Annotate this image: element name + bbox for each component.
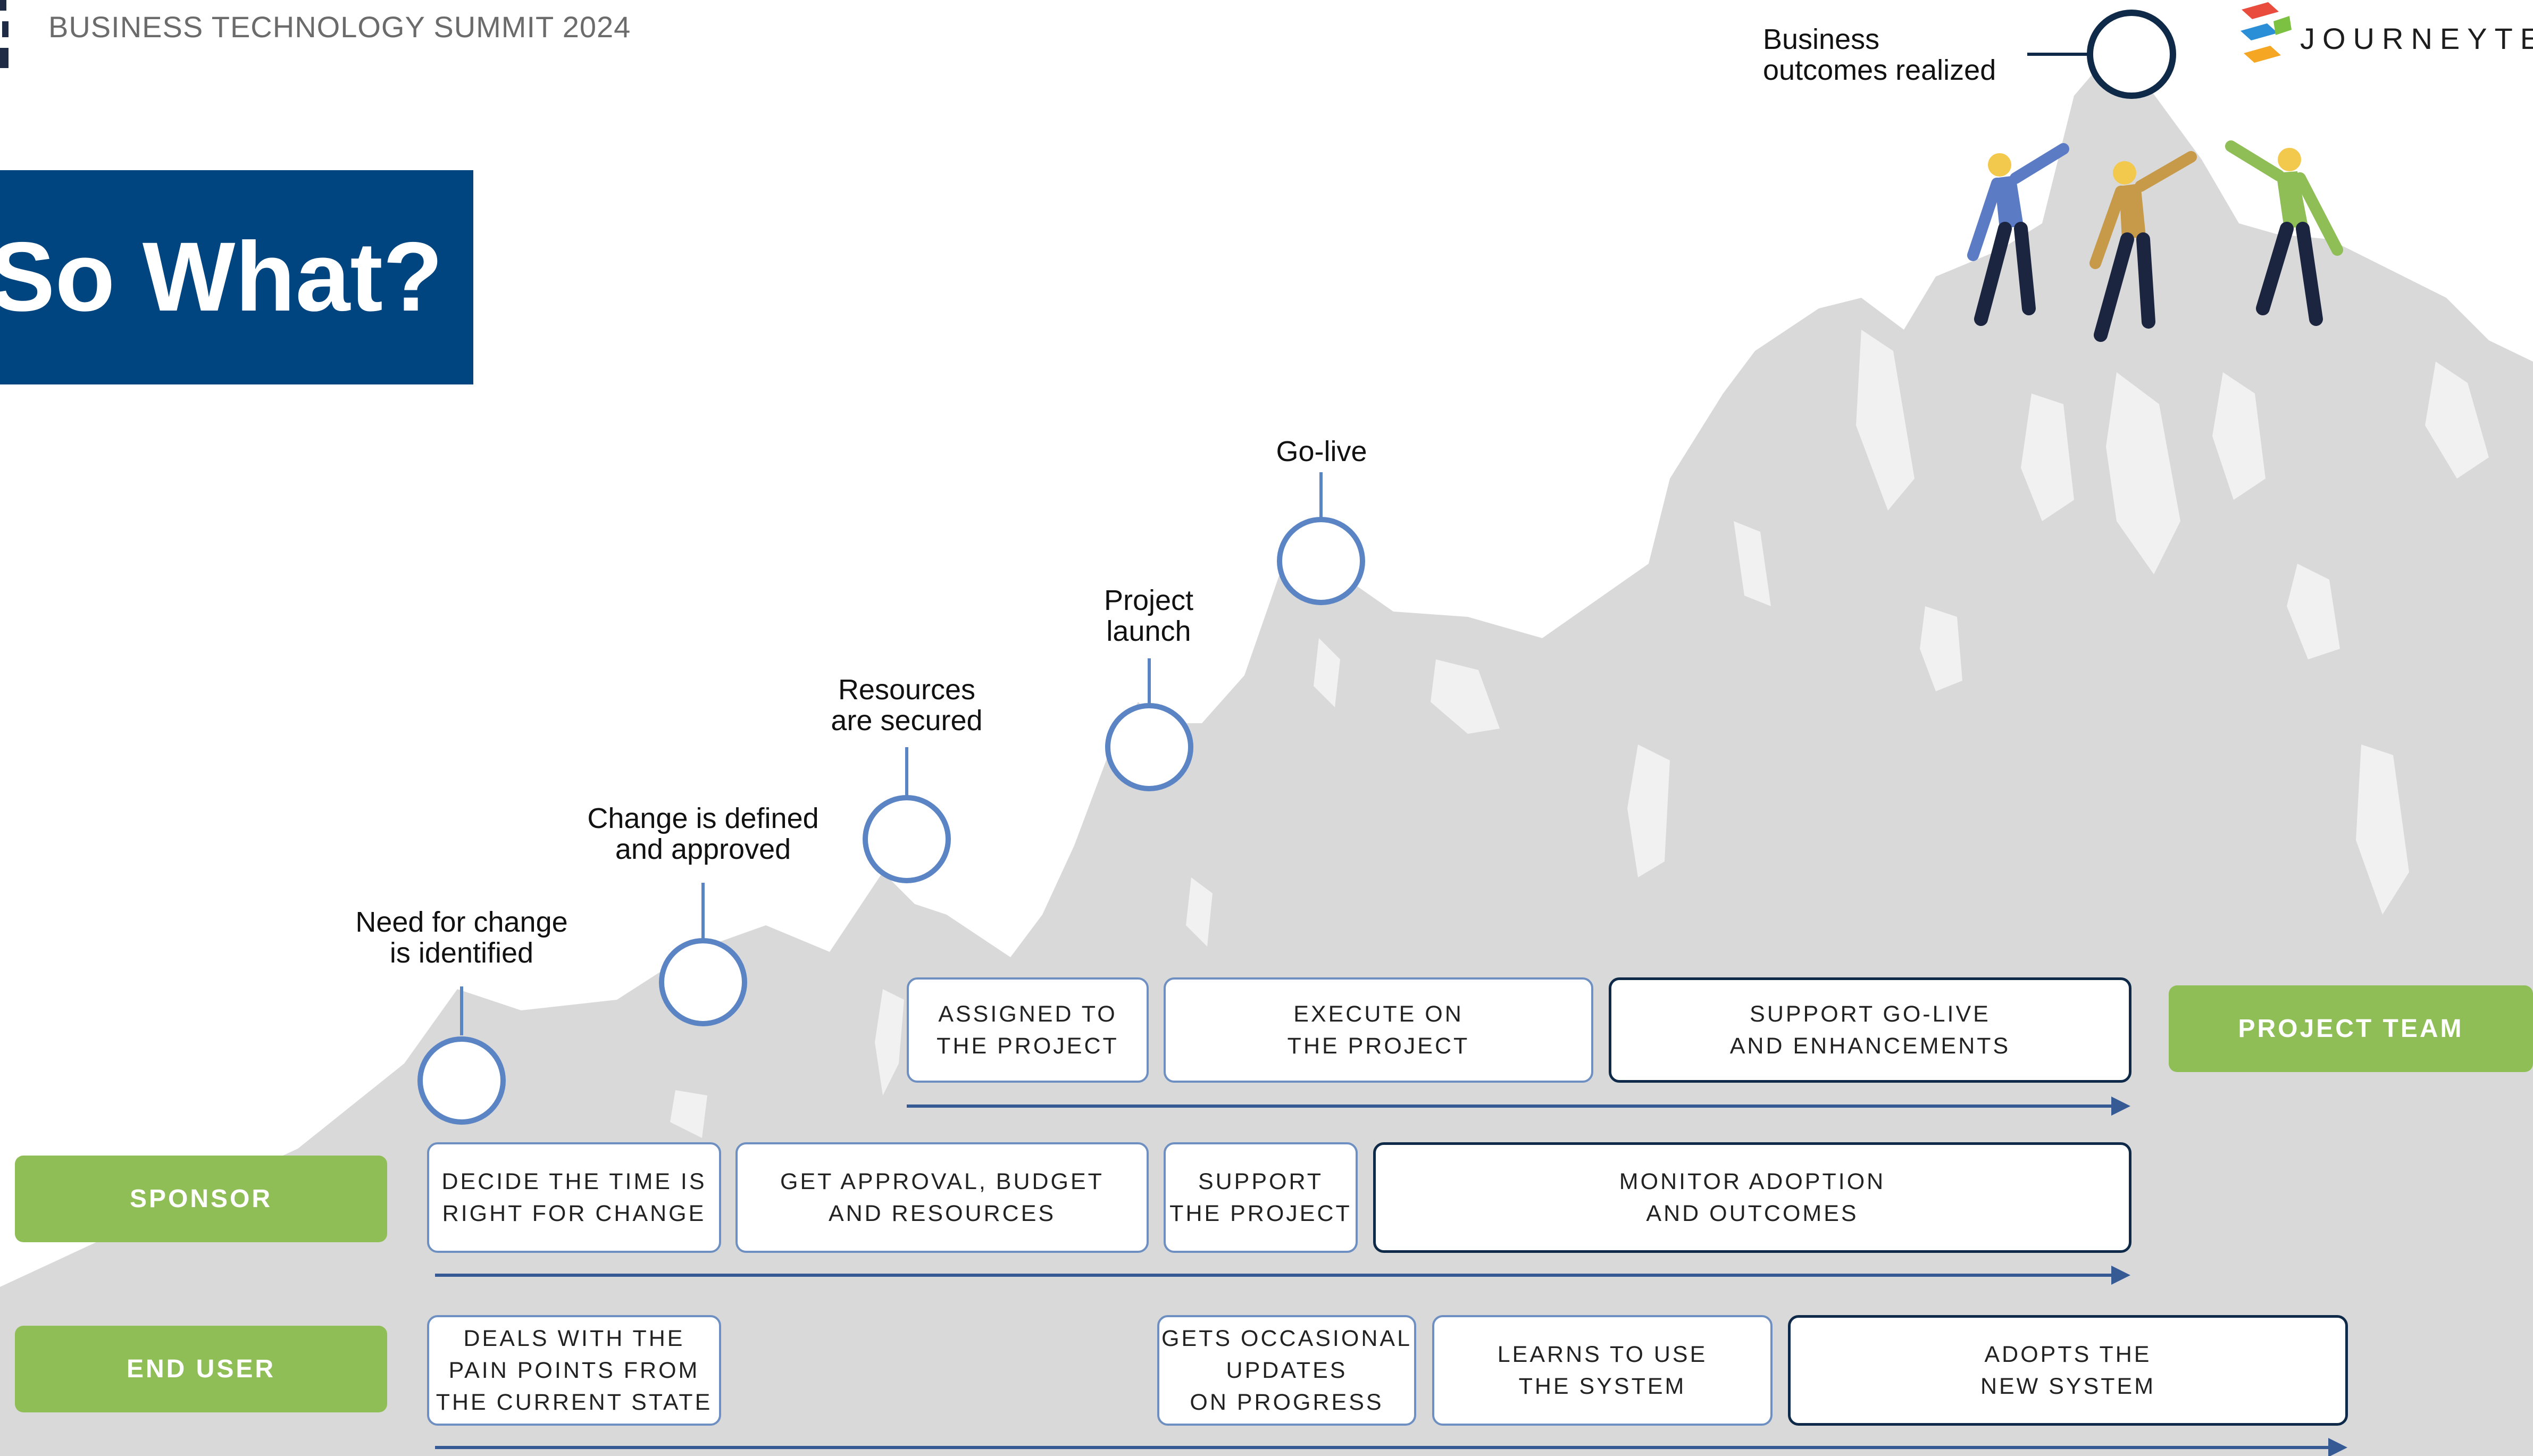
climbers-illustration [1967,140,2343,342]
milestone-circle-golive [1277,517,1365,605]
sponsor-step-decide: DECIDE THE TIME IS RIGHT FOR CHANGE [427,1142,721,1253]
brand-name: JOURNEYTEAM [2300,22,2533,55]
milestone-circle-need [417,1036,506,1125]
enduser-step-adopts: ADOPTS THE NEW SYSTEM [1788,1315,2348,1426]
sponsor-step-approval: GET APPROVAL, BUDGET AND RESOURCES [735,1142,1149,1253]
role-end-user: END USER [15,1326,387,1412]
page-title: So What? [0,222,443,332]
milestone-label-need: Need for change is identified [355,906,568,969]
event-title: BUSINESS TECHNOLOGY SUMMIT 2024 [48,10,631,44]
enduser-step-pain-points: DEALS WITH THE PAIN POINTS FROM THE CURR… [427,1315,721,1426]
title-banner: So What? [0,170,473,384]
project-step-assigned: ASSIGNED TO THE PROJECT [907,977,1149,1083]
milestone-label-defined: Change is defined and approved [587,802,819,865]
milestone-label-resources: Resources are secured [831,674,983,737]
sponsor-step-support: SUPPORT THE PROJECT [1164,1142,1358,1253]
milestone-label-launch: Project launch [1104,584,1194,647]
project-step-execute: EXECUTE ON THE PROJECT [1164,977,1593,1083]
enduser-step-learns: LEARNS TO USE THE SYSTEM [1432,1315,1773,1426]
project-step-support-golive: SUPPORT GO-LIVE AND ENHANCEMENTS [1609,977,2131,1083]
role-project-team: PROJECT TEAM [2169,985,2533,1072]
milestone-circle-outcomes [2087,10,2176,99]
milestone-circle-launch [1105,703,1193,791]
enduser-step-updates: GETS OCCASIONAL UPDATES ON PROGRESS [1157,1315,1416,1426]
summit-logo-icon [0,0,9,68]
journeyteam-logo-icon [2241,2,2292,63]
milestone-circle-defined [659,938,747,1026]
milestone-label-golive: Go-live [1276,436,1367,467]
sponsor-step-monitor: MONITOR ADOPTION AND OUTCOMES [1373,1142,2131,1253]
role-sponsor: SPONSOR [15,1156,387,1242]
milestone-label-outcomes: Business outcomes realized [1763,23,1996,86]
milestone-circle-resources [863,795,951,883]
